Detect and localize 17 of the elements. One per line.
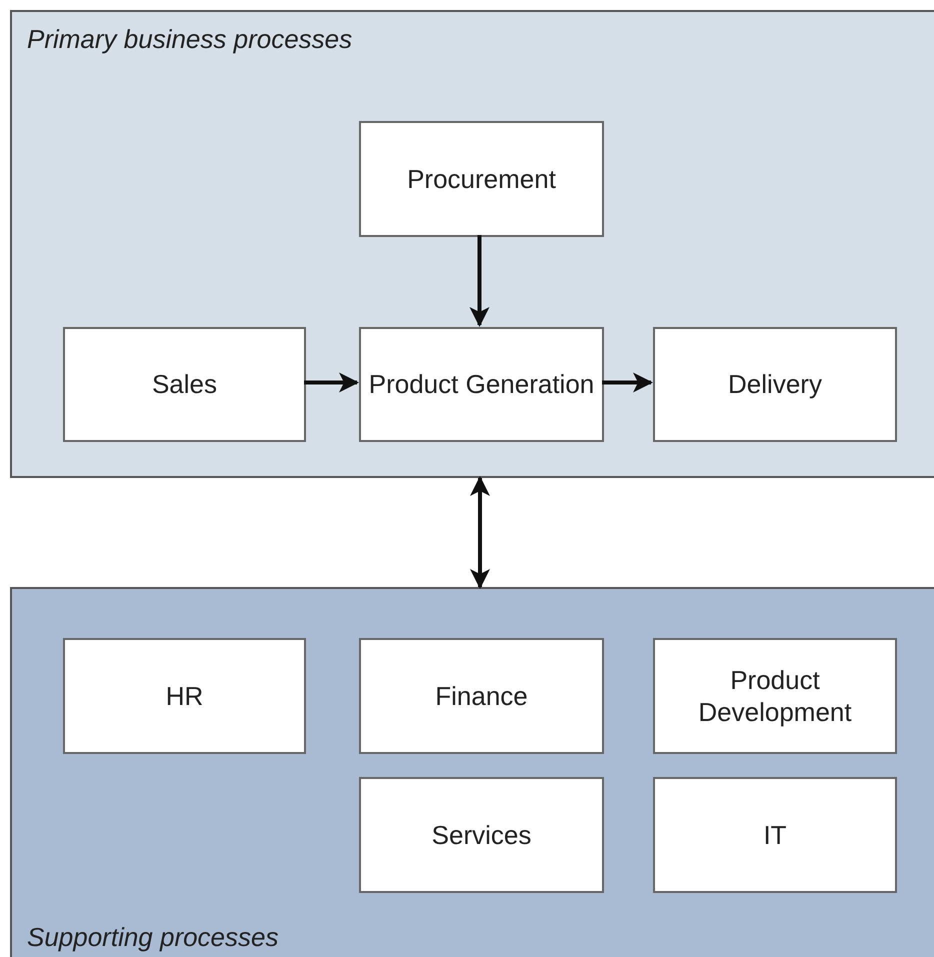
process-group-panel (10, 587, 934, 957)
process-box: Services (359, 777, 604, 893)
arrow (470, 235, 490, 327)
process-group-panel (10, 10, 934, 478)
arrow (470, 476, 490, 589)
process-box: Sales (63, 327, 306, 442)
group-heading: Primary business processes (27, 24, 352, 55)
process-box: Finance (359, 638, 604, 754)
arrow (602, 372, 653, 392)
process-box: IT (653, 777, 897, 893)
group-heading: Supporting processes (27, 922, 278, 953)
arrow (304, 372, 359, 392)
process-box: Delivery (653, 327, 897, 442)
process-box: Product Generation (359, 327, 604, 442)
process-box: Procurement (359, 121, 604, 237)
process-box: Product Development (653, 638, 897, 754)
process-box: HR (63, 638, 306, 754)
